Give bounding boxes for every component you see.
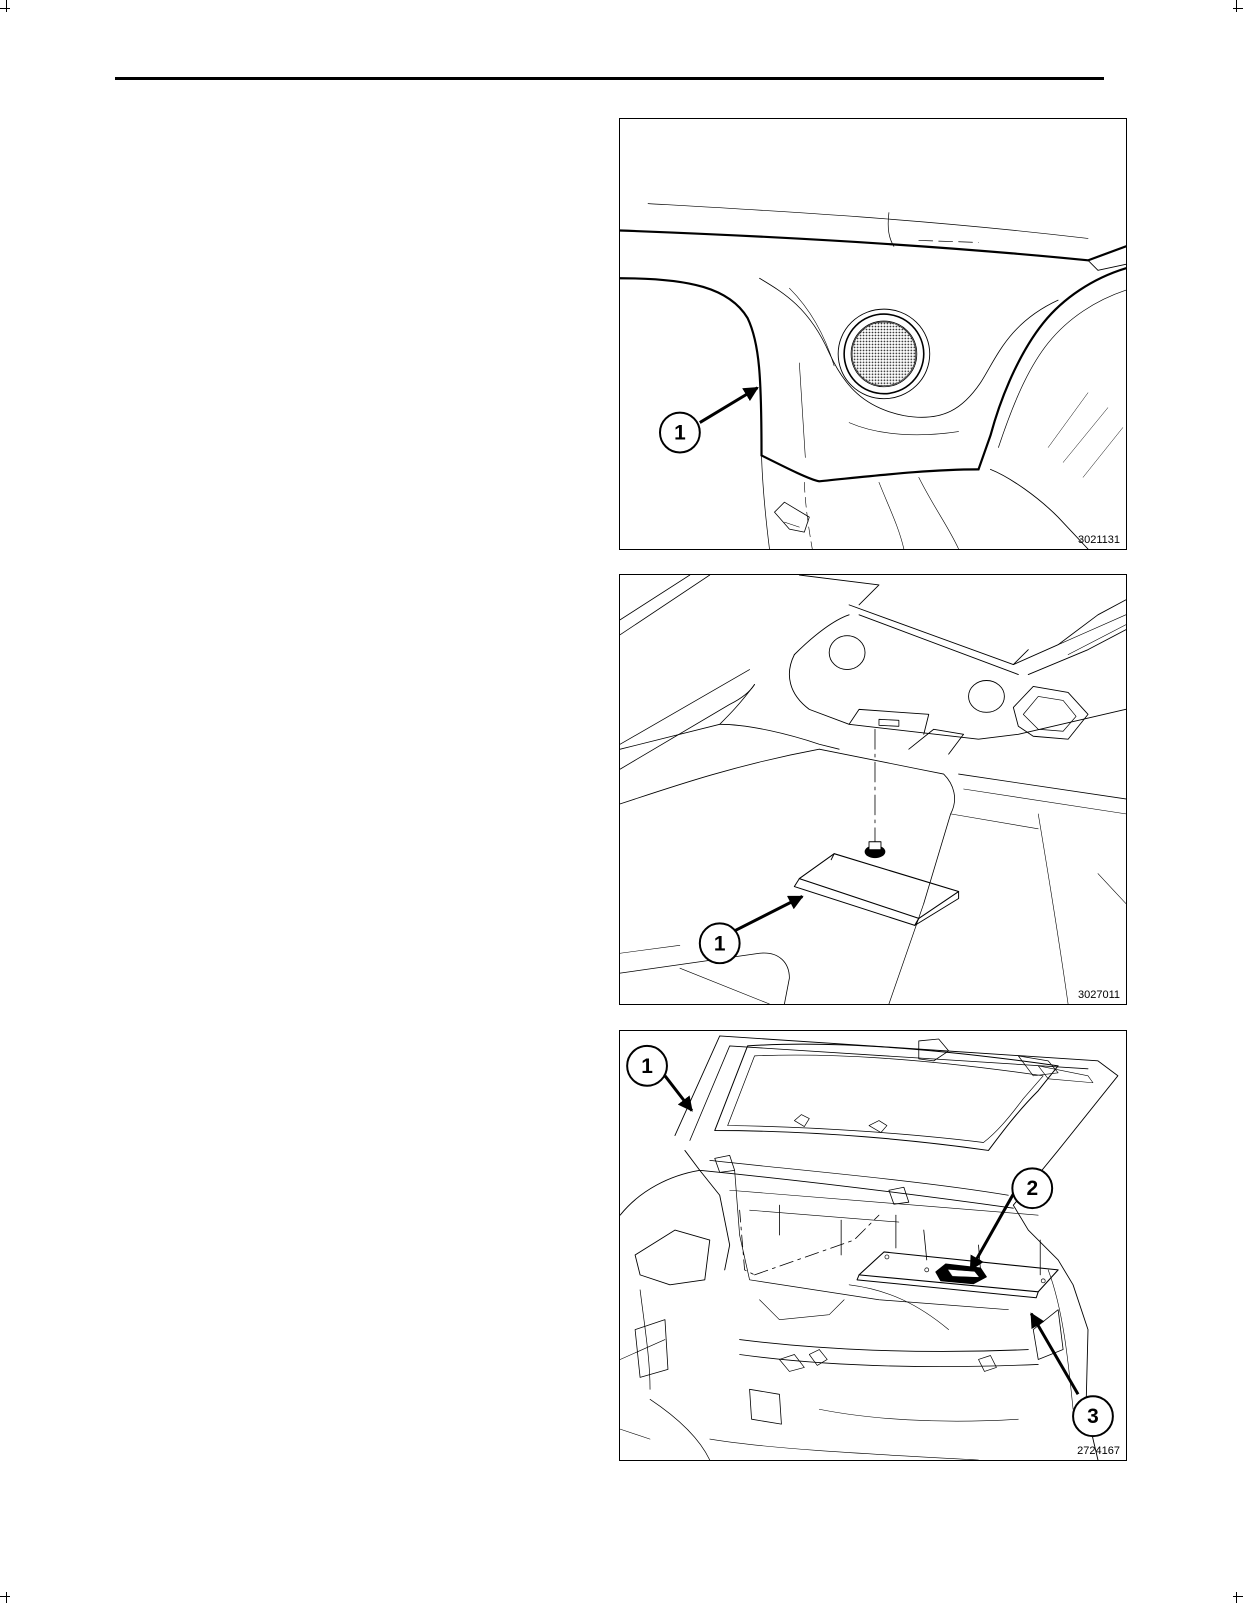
- liftgate-illustration: [620, 1031, 1126, 1460]
- cargo-floor-illustration: [620, 575, 1126, 1004]
- header-rule: [115, 77, 1104, 80]
- crop-mark-top-right-v: [1236, 0, 1237, 12]
- figure-cargo-floor-panel: 1 3027011: [619, 574, 1127, 1005]
- crop-mark-bottom-left-v: [6, 1592, 7, 1603]
- crop-mark-top-left-h: [0, 8, 10, 9]
- crop-mark-bottom-left-h: [0, 1596, 10, 1597]
- crop-mark-bottom-right-h: [1233, 1596, 1243, 1597]
- crop-mark-bottom-right-v: [1236, 1592, 1237, 1603]
- figure-id: 2724167: [1077, 1445, 1120, 1457]
- figure-id: 3021131: [1078, 534, 1120, 546]
- figure-id: 3027011: [1078, 989, 1120, 1001]
- figure-quarter-trim-panel: 1 3021131: [619, 118, 1127, 550]
- crop-mark-top-left-v: [6, 0, 7, 12]
- crop-mark-top-right-h: [1233, 8, 1243, 9]
- figure-liftgate-cargo-panel: 1 2 3 2724167: [619, 1030, 1127, 1461]
- quarter-trim-illustration: [620, 119, 1126, 549]
